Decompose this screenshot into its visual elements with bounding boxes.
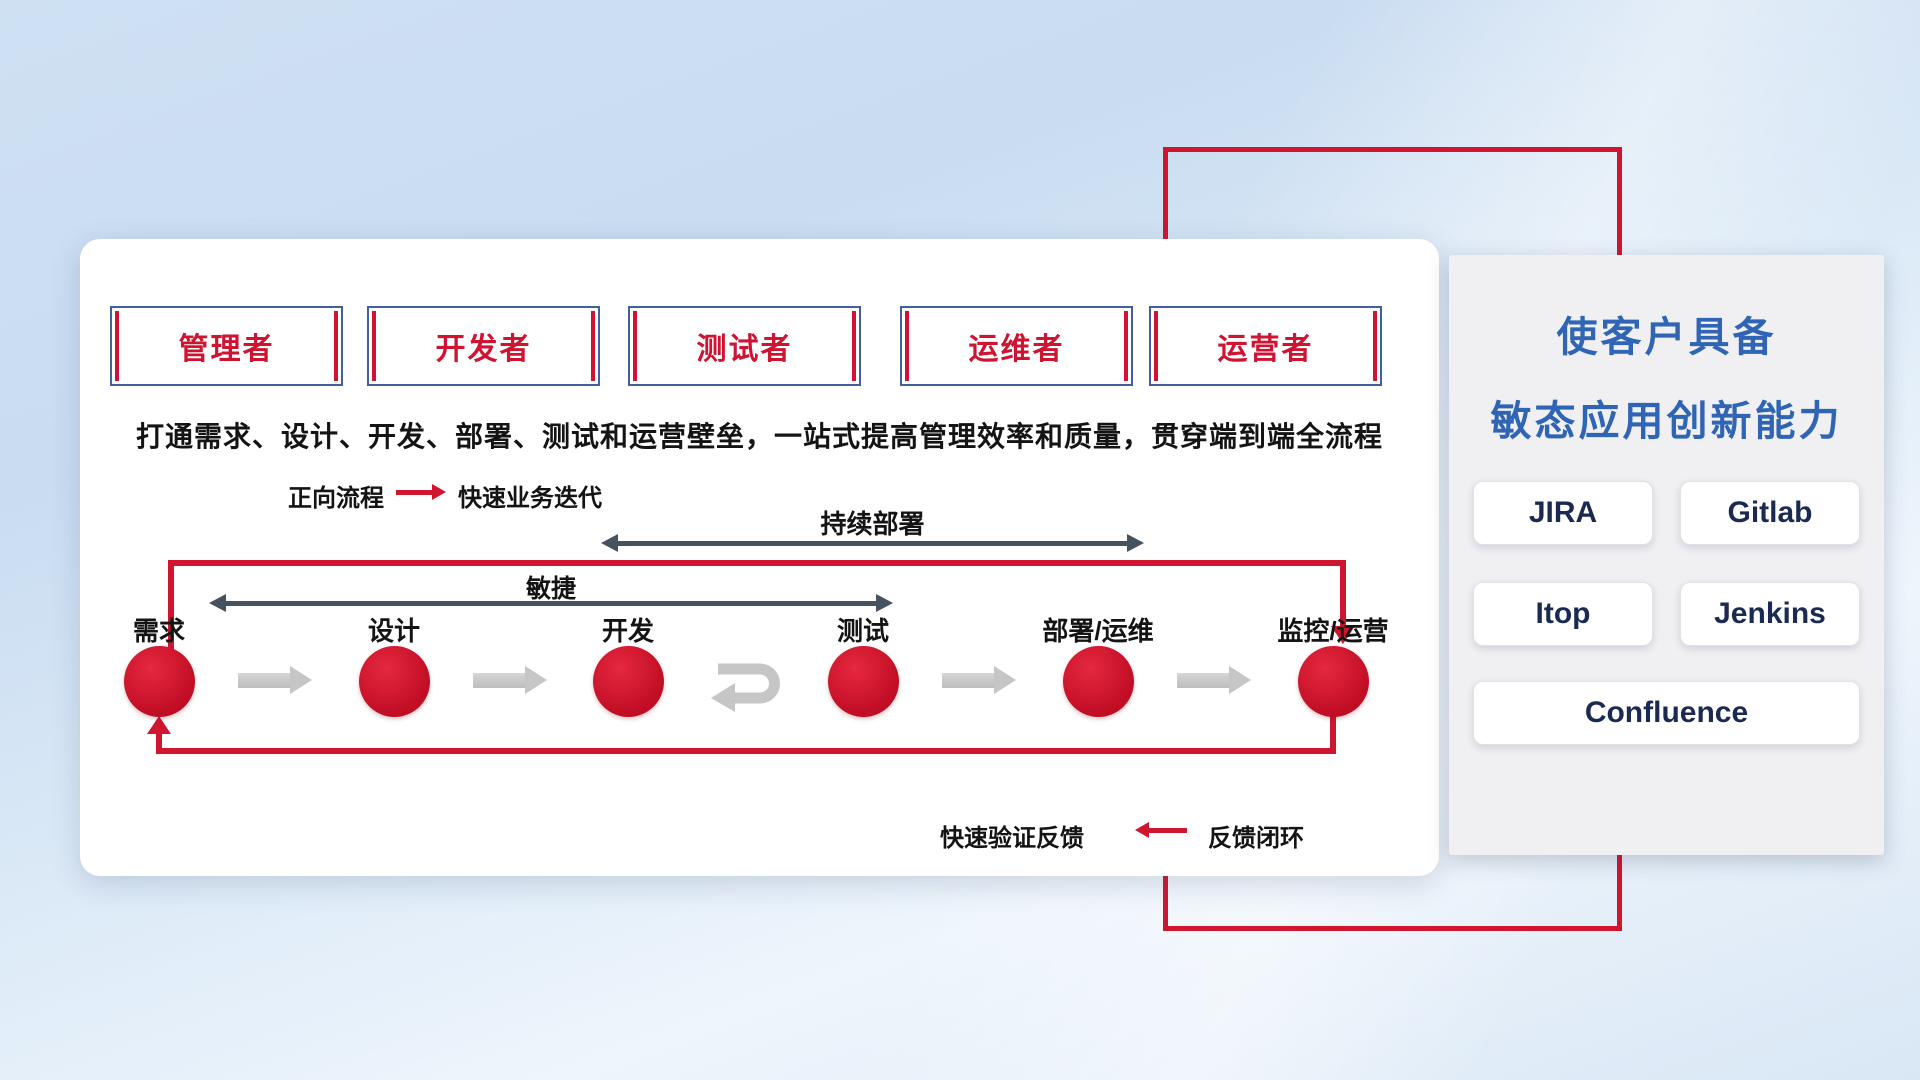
role-box-tester: 测试者: [628, 306, 861, 386]
flow-node-circle-icon: [1297, 646, 1369, 717]
tool-gitlab: Gitlab: [1680, 481, 1860, 545]
flow-node-test: 测试: [793, 617, 933, 717]
forward-loop-line-right: [1340, 560, 1346, 626]
feedback-arrow-icon: [1135, 822, 1187, 838]
forward-loop-line-left: [168, 560, 174, 649]
tool-itop: Itop: [1473, 582, 1653, 646]
agile-arrow-icon: [209, 594, 893, 612]
feedback-loop-line-left: [156, 734, 162, 754]
capability-title-line1: 使客户具备: [1556, 314, 1777, 360]
iteration-loopback-icon: [711, 663, 780, 712]
continuous-deployment-label: 持续部署: [820, 509, 925, 539]
forward-arrow-icon: [396, 484, 446, 500]
role-label: 运维者: [968, 333, 1065, 366]
flow-node-monitor-operate: 监控/运营: [1263, 617, 1403, 717]
role-label: 测试者: [696, 333, 793, 366]
flow-node-circle-icon: [592, 646, 664, 717]
flow-node-requirements: 需求: [89, 617, 229, 717]
flow-node-label: 需求: [132, 616, 185, 646]
role-box-developer: 开发者: [367, 306, 600, 386]
feedback-loop-arrowhead-icon: [147, 716, 171, 734]
capability-panel: 使客户具备 敏态应用创新能力 JIRA Gitlab Itop Jenkins …: [1449, 255, 1884, 855]
step-arrow-icon: [238, 666, 312, 694]
flow-node-deploy-ops: 部署/运维: [1028, 617, 1168, 717]
capability-title-line2: 敏态应用创新能力: [1490, 398, 1843, 444]
flow-node-label: 部署/运维: [1042, 616, 1154, 646]
step-arrow-icon: [942, 666, 1016, 694]
feedback-loop-line-right: [1330, 716, 1336, 754]
forward-flow-label: 正向流程: [288, 485, 384, 512]
role-label: 开发者: [435, 333, 532, 366]
role-box-ops: 运维者: [900, 306, 1133, 386]
forward-flow-desc: 快速业务迭代: [458, 485, 602, 512]
role-label: 管理者: [178, 333, 275, 366]
feedback-loop-label: 反馈闭环: [1208, 825, 1304, 852]
role-box-manager: 管理者: [110, 306, 343, 386]
subtitle: 打通需求、设计、开发、部署、测试和运营壁垒，一站式提高管理效率和质量，贯穿端到端…: [135, 421, 1383, 452]
continuous-deployment-arrow-icon: [601, 534, 1144, 552]
flow-node-circle-icon: [358, 646, 430, 717]
flow-node-design: 设计: [324, 617, 464, 717]
step-arrow-icon: [1177, 666, 1251, 694]
flow-node-label: 监控/运营: [1277, 616, 1389, 646]
feedback-loop-line-bottom: [156, 748, 1336, 754]
agile-label: 敏捷: [525, 575, 576, 603]
flow-node-circle-icon: [123, 646, 195, 717]
tool-jira: JIRA: [1473, 481, 1653, 545]
forward-loop-line-top: [168, 560, 1346, 566]
flow-node-label: 测试: [836, 616, 889, 646]
role-label: 运营者: [1217, 333, 1314, 366]
feedback-desc: 快速验证反馈: [940, 825, 1084, 852]
tool-jenkins: Jenkins: [1680, 582, 1860, 646]
flow-node-label: 设计: [367, 616, 420, 646]
tool-confluence: Confluence: [1473, 681, 1860, 745]
step-arrow-icon: [473, 666, 547, 694]
flow-node-develop: 开发: [558, 617, 698, 717]
devops-flow-panel: 管理者 开发者 测试者 运维者 运营者 打通需求、设计、开发、部署、测试和运营壁…: [80, 239, 1439, 876]
flow-node-circle-icon: [827, 646, 899, 717]
role-box-operator: 运营者: [1149, 306, 1382, 386]
forward-loop-arrowhead-icon: [1331, 626, 1355, 644]
flow-node-label: 开发: [601, 616, 654, 646]
flow-node-circle-icon: [1062, 646, 1134, 717]
